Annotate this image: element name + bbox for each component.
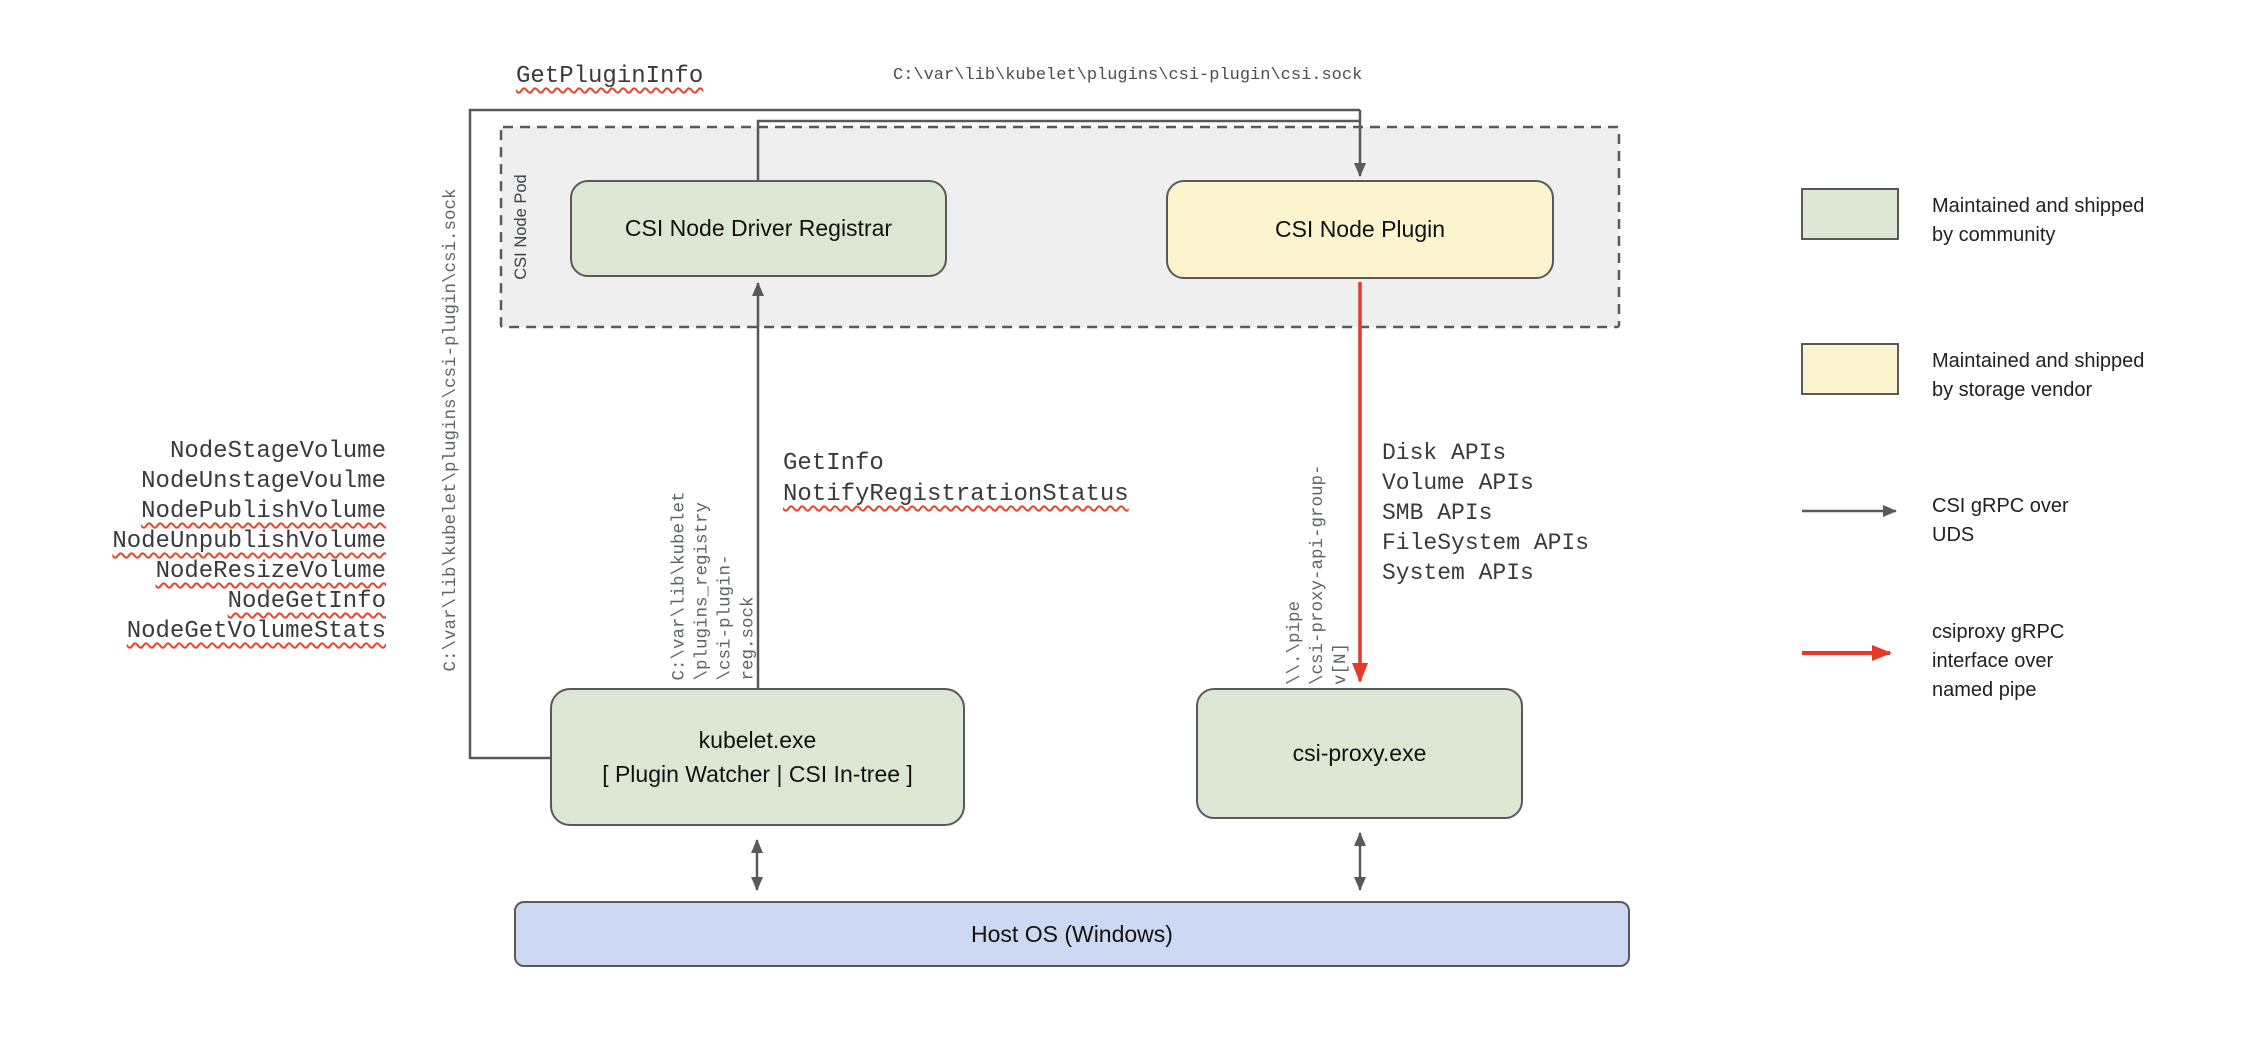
api-group: System APIs	[1382, 560, 1534, 586]
csi-sock-path-top-label: C:\var\lib\kubelet\plugins\csi-plugin\cs…	[893, 66, 1363, 85]
csi-node-pod-label: CSI Node Pod	[512, 174, 530, 280]
node-method: NodePublishVolume	[141, 498, 386, 525]
api-group: Disk APIs	[1382, 440, 1507, 466]
csi-node-plugin-label: CSI Node Plugin	[1274, 216, 1446, 243]
csi-node-plugin-box: CSI Node Plugin	[1166, 180, 1554, 279]
node-method: NodeResizeVolume	[155, 558, 386, 585]
csi-sock-path-left-label: C:\var\lib\kubelet\plugins\csi-plugin\cs…	[441, 188, 461, 672]
kubelet-label-line1: kubelet.exe	[698, 726, 817, 753]
node-method: NodeUnpublishVolume	[112, 528, 386, 555]
csi-proxy-box: csi-proxy.exe	[1196, 688, 1523, 819]
notify-registration-status-label: NotifyRegistrationStatus	[783, 481, 1129, 508]
kubelet-node-methods-list: NodeStageVolume NodeUnstageVoulme NodePu…	[60, 437, 386, 647]
node-method: NodeGetInfo	[227, 588, 386, 615]
legend-vendor-text: Maintained and shipped by storage vendor	[1932, 350, 2145, 401]
registration-sock-path-label: C:\var\lib\kubelet \plugins_registry \cs…	[669, 491, 759, 681]
api-group: Volume APIs	[1382, 470, 1534, 496]
api-group: FileSystem APIs	[1382, 530, 1590, 556]
node-method: NodeGetVolumeStats	[126, 618, 386, 645]
csi-node-driver-registrar-label: CSI Node Driver Registrar	[624, 215, 893, 242]
legend-community-swatch	[1801, 188, 1899, 240]
get-info-label: GetInfo	[783, 450, 884, 477]
host-os-box: Host OS (Windows)	[514, 901, 1630, 967]
csi-proxy-api-list: Disk APIs Volume APIs SMB APIs FileSyste…	[1382, 438, 1589, 588]
legend-community-text: Maintained and shipped by community	[1932, 195, 2145, 246]
legend-uds-text: CSI gRPC over UDS	[1932, 495, 2069, 546]
legend-namedpipe-text: csiproxy gRPC interface over named pipe	[1932, 621, 2065, 701]
kubelet-box: kubelet.exe [ Plugin Watcher | CSI In-tr…	[550, 688, 965, 826]
csi-proxy-label: csi-proxy.exe	[1292, 740, 1427, 767]
kubelet-label-line2: [ Plugin Watcher | CSI In-tree ]	[602, 761, 913, 787]
host-os-label: Host OS (Windows)	[971, 920, 1173, 947]
legend-vendor-swatch	[1801, 343, 1899, 395]
kubelet-to-plugin-connector	[468, 108, 1360, 760]
node-method: NodeStageVolume	[169, 438, 386, 465]
get-plugin-info-label: GetPluginInfo	[516, 63, 704, 90]
csi-node-driver-registrar-box: CSI Node Driver Registrar	[570, 180, 947, 277]
api-group: SMB APIs	[1382, 500, 1493, 526]
registrar-to-plugin-connector	[756, 119, 1360, 182]
node-method: NodeUnstageVoulme	[141, 468, 386, 495]
named-pipe-path-label: \\.\pipe \csi-proxy-api-group-v[N]	[1285, 464, 1351, 685]
